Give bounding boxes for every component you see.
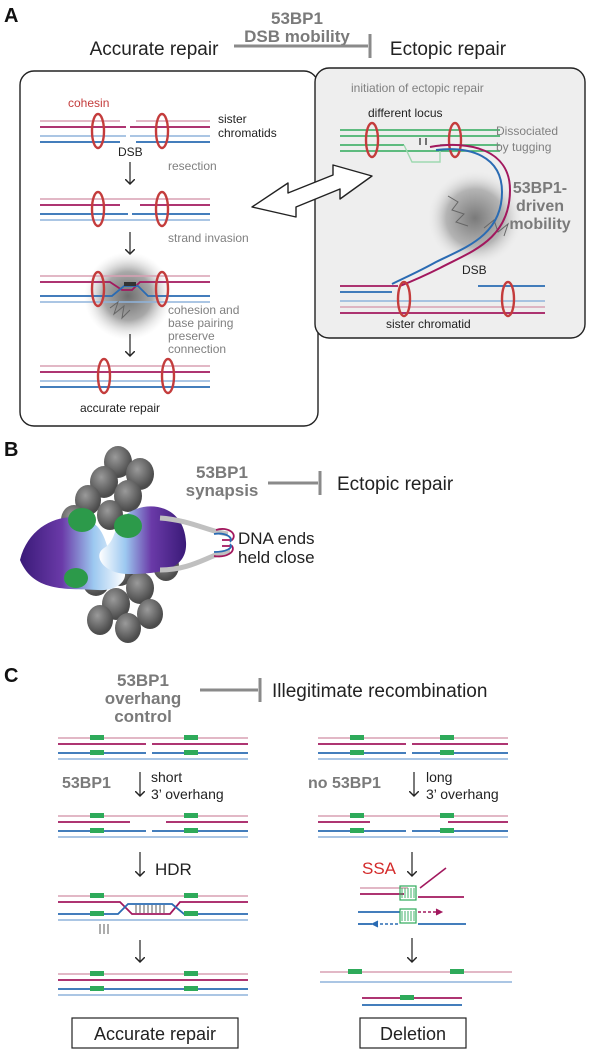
sister-chromatid-right xyxy=(340,280,545,318)
different-locus-dna xyxy=(340,121,500,163)
panel-c-title-2: overhang xyxy=(105,689,182,708)
step3-chromatids xyxy=(40,270,210,320)
c-right-result: Deletion xyxy=(380,1024,446,1044)
panel-c-letter: C xyxy=(4,665,18,687)
ectopic-repair-label: Ectopic repair xyxy=(390,39,507,60)
cohesion-label-1: cohesion and xyxy=(168,303,239,317)
panel-b-title-1: 53BP1 xyxy=(196,463,248,482)
sister-label-2: chromatids xyxy=(218,126,277,140)
accurate-repair-label: Accurate repair xyxy=(90,39,220,60)
panel-b-outcome: Ectopic repair xyxy=(337,474,454,495)
c-left-result: Accurate repair xyxy=(94,1024,216,1044)
c-left-protein: 53BP1 xyxy=(62,775,111,792)
step4-chromatids xyxy=(40,357,210,395)
accurate-repair-step-label: accurate repair xyxy=(80,401,160,415)
cohesin-label: cohesin xyxy=(68,96,109,110)
double-arrow xyxy=(251,164,373,218)
c-left-overhang-1: short xyxy=(151,769,182,785)
ectopic-box-title: initiation of ectopic repair xyxy=(351,81,484,95)
panel-c-outcome: Illegitimate recombination xyxy=(272,681,487,702)
step1-chromatids xyxy=(40,112,210,150)
mobility-label-1: 53BP1- xyxy=(513,180,567,197)
panel-c-title-1: 53BP1 xyxy=(117,671,169,690)
c-left-step3 xyxy=(58,893,248,934)
panel-a-header-subtitle: DSB mobility xyxy=(244,27,350,46)
dna-ends-label-2: held close xyxy=(238,548,315,567)
c-right-overhang-2: 3’ overhang xyxy=(426,786,499,802)
panel-b-title-2: synapsis xyxy=(186,481,259,500)
c-left-overhang-2: 3’ overhang xyxy=(151,786,224,802)
panel-a-header-title: 53BP1 xyxy=(271,9,323,28)
c-left-step2 xyxy=(58,813,248,838)
c-left-step1 xyxy=(58,735,248,760)
dsb-label-right: DSB xyxy=(462,263,487,277)
step2-chromatids xyxy=(40,190,210,228)
cohesion-label-2: base pairing xyxy=(168,316,233,330)
panel-a-letter: A xyxy=(4,5,18,27)
synapsis-blob xyxy=(84,252,172,340)
dissociated-label-2: by tugging xyxy=(496,140,551,154)
mobility-blob xyxy=(427,170,523,266)
resection-label: resection xyxy=(168,159,217,173)
cohesion-label-4: connection xyxy=(168,342,226,356)
strand-invasion-label: strand invasion xyxy=(168,231,249,245)
c-left-pathway: HDR xyxy=(155,860,192,879)
c-right-protein: no 53BP1 xyxy=(308,775,381,792)
c-right-step4 xyxy=(320,969,512,1006)
c-right-overhang-1: long xyxy=(426,769,452,785)
c-left-step4 xyxy=(58,971,248,996)
mobility-label-3: mobility xyxy=(509,216,570,233)
dsb-label-left: DSB xyxy=(118,145,143,159)
deletion-result-box xyxy=(359,1017,467,1049)
c-right-step3 xyxy=(358,867,466,928)
different-locus-label: different locus xyxy=(368,106,443,120)
sister-chromatid-label: sister chromatid xyxy=(386,317,471,331)
mobility-label-2: driven xyxy=(516,198,564,215)
c-right-step2 xyxy=(318,813,508,838)
c-right-pathway: SSA xyxy=(362,859,397,878)
panel-c-title-3: control xyxy=(114,707,172,726)
cohesion-label-3: preserve xyxy=(168,329,215,343)
dissociated-label-1: Dissociated xyxy=(496,124,558,138)
accurate-repair-result-box xyxy=(71,1017,239,1049)
sister-label-1: sister xyxy=(218,112,247,126)
dna-ends-label-1: DNA ends xyxy=(238,529,315,548)
synapsis-illustration xyxy=(20,446,235,643)
c-right-step1 xyxy=(318,735,508,760)
panel-b-letter: B xyxy=(4,439,18,461)
